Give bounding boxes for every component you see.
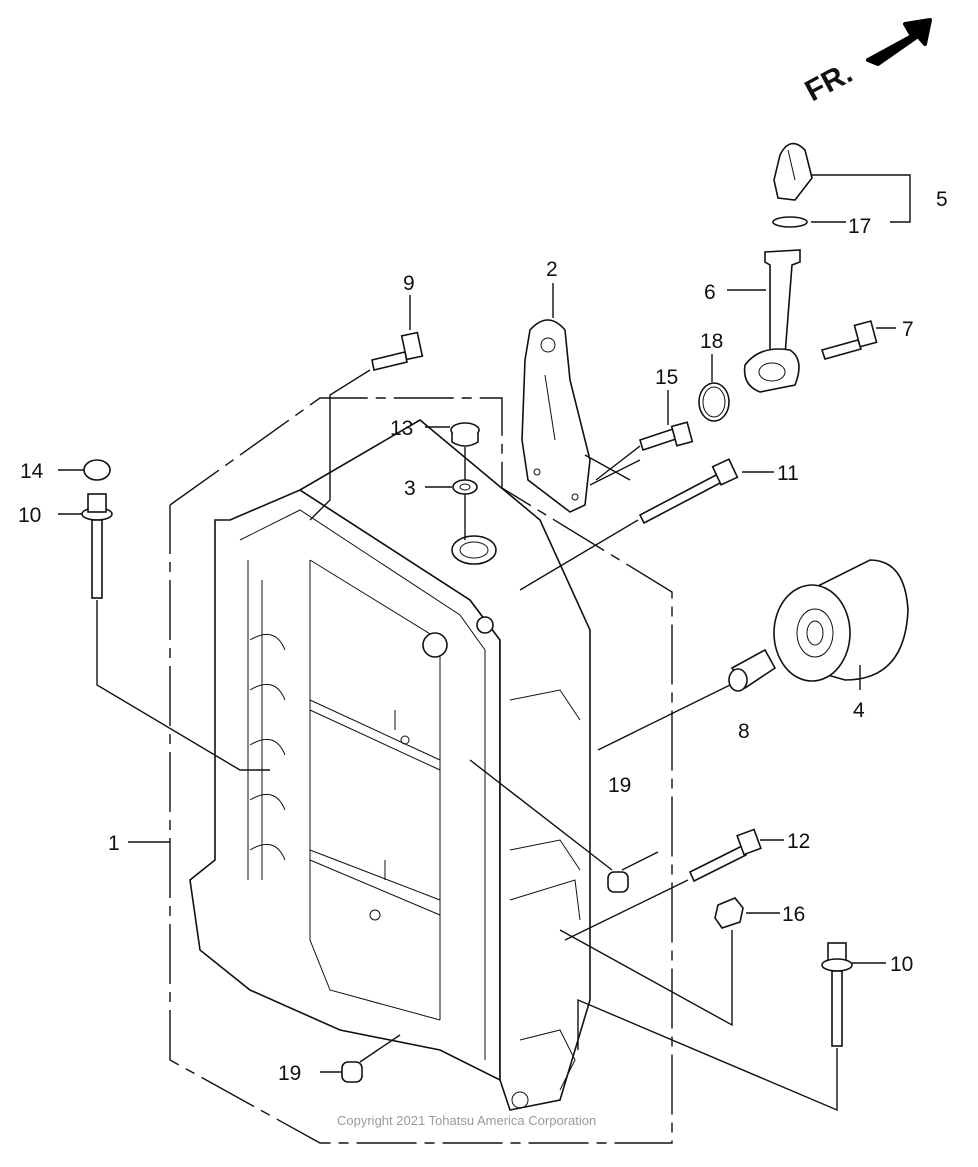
callout-12: 12 xyxy=(787,830,810,853)
callout-8: 8 xyxy=(738,720,750,743)
callout-10-left: 10 xyxy=(18,504,41,527)
callout-4: 4 xyxy=(853,699,865,722)
callout-17: 17 xyxy=(848,215,871,238)
callout-1: 1 xyxy=(108,832,120,855)
part-10-bolt-right xyxy=(577,942,853,1112)
callout-2: 2 xyxy=(546,258,558,281)
crankcase-block xyxy=(189,419,591,1111)
callout-14: 14 xyxy=(20,460,44,483)
part-11-bolt xyxy=(519,458,739,591)
callout-11: 11 xyxy=(777,462,799,485)
callout-3: 3 xyxy=(404,477,416,500)
fr-label: FR. xyxy=(800,56,858,108)
assembly-boundary xyxy=(169,397,673,1144)
part-15-bolt xyxy=(595,390,694,481)
part-7-bolt xyxy=(820,320,878,360)
part-14-cap xyxy=(83,459,111,481)
part-3-washer xyxy=(452,479,478,495)
part-8-stud xyxy=(597,648,777,751)
callout-15: 15 xyxy=(655,366,678,389)
callout-6: 6 xyxy=(704,281,716,304)
callout-10-right: 10 xyxy=(890,953,913,976)
part-19-dowel-right xyxy=(607,871,629,893)
callout-7: 7 xyxy=(902,318,914,341)
callout-9: 9 xyxy=(403,272,415,295)
part-2-bracket xyxy=(521,319,591,513)
front-direction-marker: FR. xyxy=(800,18,932,108)
part-17-o-ring xyxy=(772,216,808,228)
callout-5: 5 xyxy=(936,188,948,211)
copyright-notice: Copyright 2021 Tohatsu America Corporati… xyxy=(337,1113,596,1128)
callout-18: 18 xyxy=(700,330,723,353)
callout-19-right: 19 xyxy=(608,774,631,797)
part-4-oil-filter xyxy=(773,559,909,682)
part-19-dowel-left xyxy=(341,1061,363,1083)
part-10-bolt-left xyxy=(81,493,270,771)
callout-13: 13 xyxy=(390,417,413,440)
part-9-bolt xyxy=(309,295,424,521)
part-16-nut xyxy=(559,897,744,1027)
part-6-filler-pipe xyxy=(743,249,801,393)
callout-19-left: 19 xyxy=(278,1062,301,1085)
part-12-bolt xyxy=(564,828,762,941)
part-5-oil-cap xyxy=(773,142,813,201)
part-18-o-ring xyxy=(698,382,730,422)
arrow-up-right-icon xyxy=(866,18,932,66)
callout-16: 16 xyxy=(782,903,805,926)
